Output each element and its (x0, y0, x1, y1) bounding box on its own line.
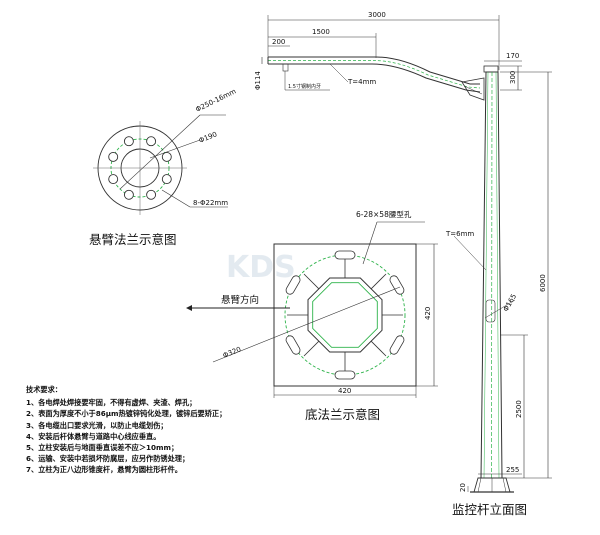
bolt-hole (108, 151, 119, 162)
arm-bottom-edge (268, 63, 481, 93)
slot-hole (285, 335, 301, 355)
slot-hole (334, 370, 356, 380)
svg-text:KDS: KDS (226, 250, 296, 285)
arm-flange-leader-holes (161, 189, 191, 208)
arm-flange-dim-outer: Φ250-16mm (194, 87, 237, 114)
stiffener-rib (370, 340, 387, 357)
base-height-label: 20 (459, 483, 467, 492)
arm-flange-dim-inner: Φ190 (198, 130, 218, 144)
pole-thickness: T=6mm (445, 230, 474, 238)
slot-hole (389, 335, 405, 355)
bolt-hole (123, 189, 134, 200)
arm-straight: 1500 (312, 28, 330, 36)
arm-direction-label: 悬臂方向 (221, 294, 259, 306)
note-item-3: 3、各电缆出口要求光滑，以防止电缆划伤； (26, 420, 168, 430)
note-item-2: 2、表面为厚度不小于86μm热镀锌钝化处理，镀锌后要矫正； (26, 409, 227, 419)
bolt-hole (161, 174, 172, 185)
pole-height: 6000 (539, 274, 547, 292)
bolt-hole (146, 136, 157, 147)
note-item-1: 1、各电焊处焊接要牢固，不得有虚焊、夹渣、焊孔； (26, 398, 197, 408)
bolt-hole (161, 151, 172, 162)
arm-flange-leader-outer (119, 114, 201, 190)
base-flange-octagon-inner (312, 282, 378, 348)
arm-flange-title: 悬臂法兰示意图 (89, 232, 177, 247)
stiffener-rib (303, 340, 320, 357)
base-dim-width: 420 (338, 387, 351, 395)
base-flange-octagon-outer (307, 277, 383, 353)
bolt-hole (146, 189, 157, 200)
note-item-7: 7、立柱为正八边形锥度杆，悬臂为圆柱形杆件。 (26, 465, 182, 475)
arm-thickness: T=4mm (347, 78, 376, 86)
base-slot-leader (362, 221, 378, 265)
top-height: 300 (509, 71, 517, 84)
pole-base-rib-left (477, 477, 482, 493)
notes-title: 技术要求： (26, 385, 62, 394)
arm-thickness-leader (329, 63, 349, 83)
pole-edge-right (495, 71, 500, 479)
arm-diameter: Φ114 (254, 71, 262, 90)
pole-diameter: Φ165 (502, 293, 518, 313)
arm-bracket (461, 77, 485, 101)
arm-length: 3000 (368, 11, 386, 19)
base-dim-height: 420 (424, 307, 432, 320)
slot-hole (285, 275, 301, 295)
slot-hole (389, 275, 405, 295)
arm-flange-dim-holes: 8-Φ22mm (193, 199, 228, 207)
base-flange-plate (273, 243, 417, 387)
pole-elevation-drawing: 3000 1500 200 Φ114 1.5寸钢制内牙 T=4mm 170 (254, 11, 552, 517)
base-dim-diameter: Φ320 (222, 345, 242, 359)
arm-flange-leader-inner (149, 139, 201, 159)
arm-tip: 200 (272, 38, 285, 46)
pole-diameter-leader (484, 299, 516, 319)
arm-tip-label: 1.5寸钢制内牙 (288, 83, 321, 90)
arm-flange-drawing: Φ250-16mm Φ190 8-Φ22mm 悬臂法兰示意图 (89, 87, 238, 247)
pole-edge-left (483, 71, 489, 479)
arm-tip-fitting (282, 63, 289, 72)
lower-height: 2500 (515, 400, 523, 418)
pole-hand-hole (485, 299, 496, 323)
base-flange-slots (285, 250, 405, 380)
pole-top-cap (483, 65, 499, 73)
base-slot-label: 6-28×58腰型孔 (356, 210, 412, 219)
stiffener-rib (370, 273, 387, 290)
pole-thickness-leader (453, 235, 487, 271)
arm-flange-holes (108, 136, 172, 200)
base-diameter-leader (212, 286, 401, 363)
base-flange-ribs (287, 257, 403, 373)
watermark: KDS (226, 250, 296, 285)
note-item-6: 6、运输、安装中若损坏防腐层，应另作防锈处理； (26, 454, 190, 464)
base-width-label: 255 (506, 466, 519, 474)
bolt-hole (108, 174, 119, 185)
top-width: 170 (506, 52, 519, 60)
pole-title: 监控杆立面图 (452, 502, 527, 517)
pole-base-rib-right (502, 477, 507, 493)
pole-centerline (491, 71, 493, 479)
note-item-4: 4、安装后杆体悬臂与道路中心线应垂直。 (26, 431, 161, 441)
bolt-hole (123, 136, 134, 147)
base-flange-drawing: KDS 6-28×58腰型孔 悬臂方向 Φ320 420 420 底法兰示意图 (186, 210, 438, 422)
arm-top-edge (268, 56, 480, 85)
arm-centerline (268, 60, 481, 89)
arm-bracket-brace (463, 85, 483, 95)
stiffener-rib (303, 273, 320, 290)
slot-hole (334, 250, 356, 260)
note-item-5: 5、立柱安装后与地面垂直误差不应＞10mm； (26, 443, 179, 453)
base-flange-title: 底法兰示意图 (305, 407, 380, 422)
technical-notes: 技术要求： 1、各电焊处焊接要牢固，不得有虚焊、夹渣、焊孔； 2、表面为厚度不小… (26, 384, 276, 476)
